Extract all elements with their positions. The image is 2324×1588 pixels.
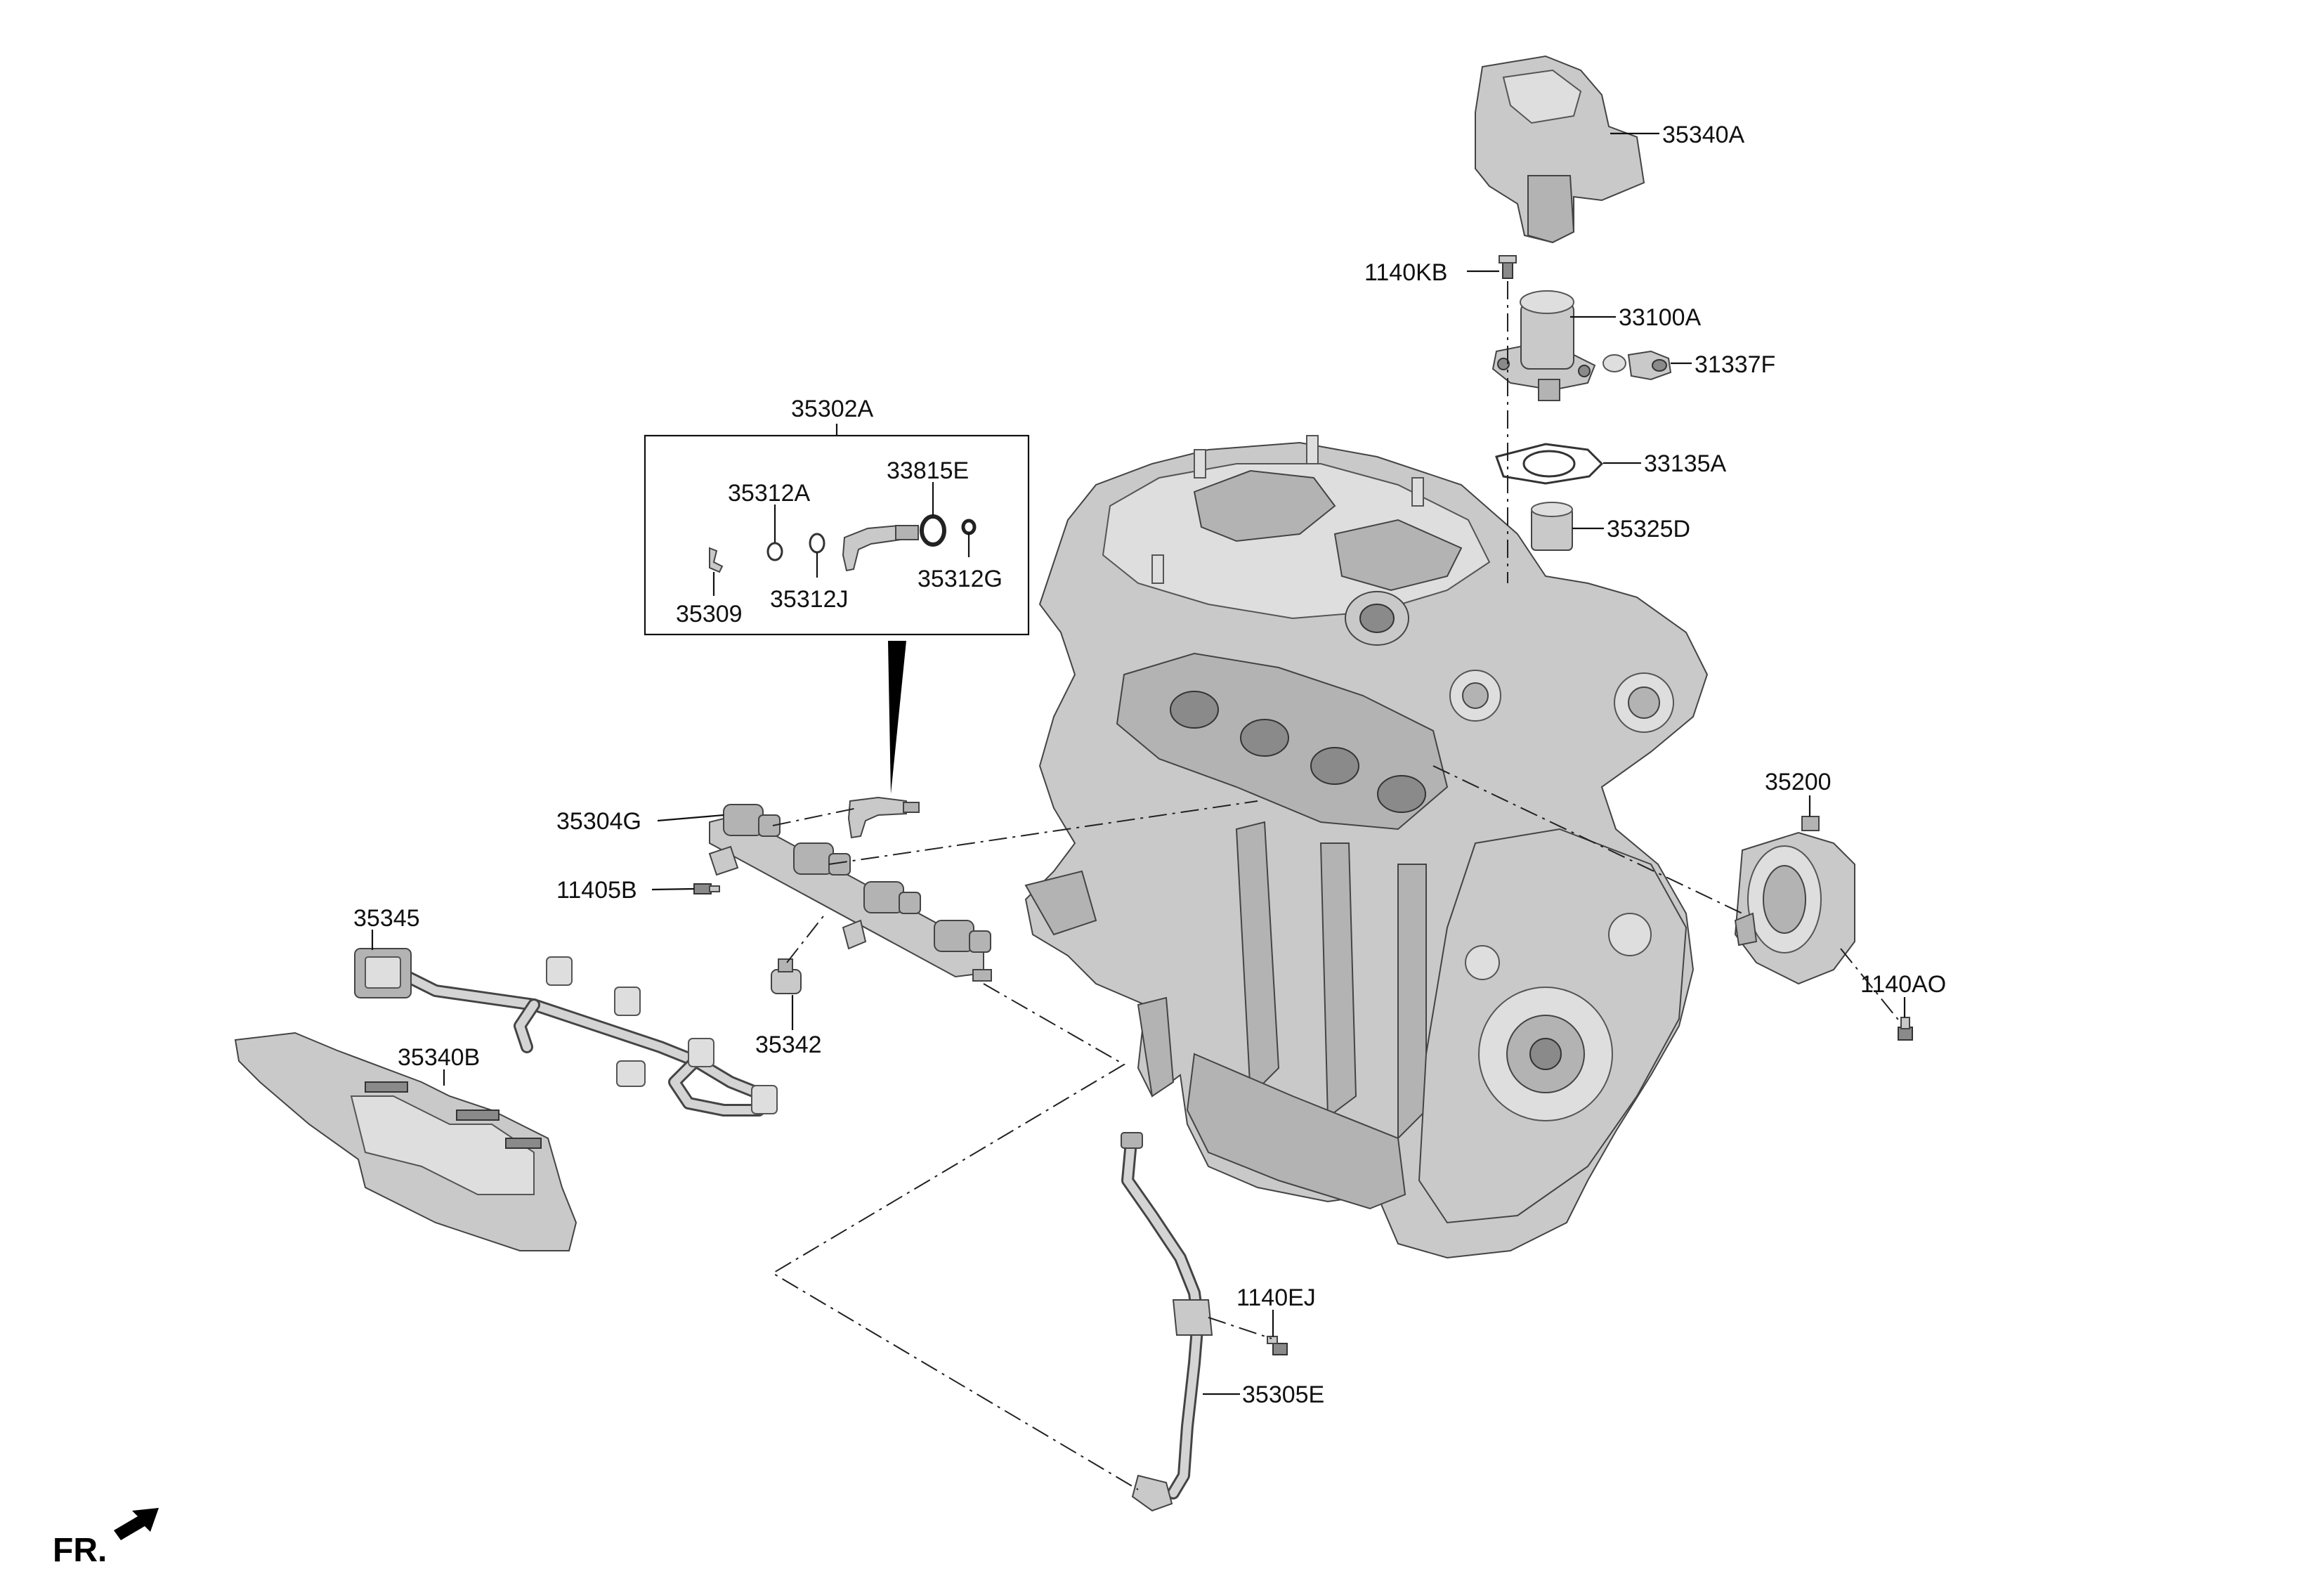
part-labels: 35340A 1140KB 33100A 31337F 33135A 35325… bbox=[353, 122, 1946, 1408]
label-35305e[interactable]: 35305E bbox=[1242, 1381, 1324, 1408]
injector-kit-box bbox=[644, 434, 1030, 794]
label-33815e[interactable]: 33815E bbox=[887, 457, 969, 484]
injector-clip[interactable] bbox=[709, 547, 724, 573]
bolt-1140ej[interactable] bbox=[1267, 1336, 1288, 1355]
front-arrow-icon bbox=[114, 1508, 159, 1540]
fuel-injector[interactable] bbox=[842, 524, 919, 572]
label-35312j[interactable]: 35312J bbox=[770, 586, 849, 613]
engine-block bbox=[1024, 435, 1709, 1259]
label-35325d[interactable]: 35325D bbox=[1607, 516, 1690, 542]
fuel-pressure-sensor[interactable] bbox=[771, 958, 802, 994]
bolt-11405b[interactable] bbox=[693, 883, 720, 894]
injector-wiring-harness[interactable] bbox=[354, 948, 778, 1117]
injector-installed[interactable] bbox=[847, 796, 920, 839]
high-pressure-fuel-pump[interactable] bbox=[1491, 290, 1596, 401]
label-1140ao[interactable]: 1140AO bbox=[1860, 971, 1946, 998]
engine-cover-part[interactable] bbox=[1475, 55, 1645, 244]
label-1140ej[interactable]: 1140EJ bbox=[1236, 1284, 1316, 1311]
label-33100a[interactable]: 33100A bbox=[1619, 304, 1702, 331]
pump-gasket[interactable] bbox=[1495, 443, 1604, 485]
label-35312g[interactable]: 35312G bbox=[918, 566, 1003, 592]
label-1140kb[interactable]: 1140KB bbox=[1364, 259, 1447, 286]
label-35345[interactable]: 35345 bbox=[353, 905, 420, 932]
label-35312a[interactable]: 35312A bbox=[728, 480, 811, 507]
label-11405b[interactable]: 11405B bbox=[556, 877, 637, 904]
label-33135a[interactable]: 33135A bbox=[1644, 450, 1727, 477]
label-35200[interactable]: 35200 bbox=[1765, 769, 1832, 795]
bolt-1140kb[interactable] bbox=[1499, 255, 1517, 279]
label-35342[interactable]: 35342 bbox=[755, 1031, 822, 1058]
injector-o-ring[interactable] bbox=[920, 514, 946, 547]
leader-lines bbox=[371, 132, 1906, 1395]
injector-washer[interactable] bbox=[809, 533, 825, 554]
injector-seal-ring[interactable] bbox=[766, 542, 783, 561]
label-31337f[interactable]: 31337F bbox=[1695, 351, 1775, 378]
label-35302a[interactable]: 35302A bbox=[791, 396, 874, 422]
fuel-rail[interactable] bbox=[708, 804, 992, 982]
pump-lifter-cup[interactable] bbox=[1531, 502, 1573, 551]
label-35309[interactable]: 35309 bbox=[676, 601, 743, 627]
fuel-line-fitting[interactable] bbox=[1602, 350, 1672, 381]
injector-small-seal[interactable] bbox=[961, 519, 977, 535]
label-35304g[interactable]: 35304G bbox=[556, 808, 641, 835]
label-35340b[interactable]: 35340B bbox=[398, 1044, 480, 1071]
throttle-body[interactable] bbox=[1734, 816, 1855, 985]
intake-manifold-cover[interactable] bbox=[234, 1031, 577, 1251]
label-35340a[interactable]: 35340A bbox=[1662, 122, 1745, 148]
assembly-lines bbox=[771, 281, 1901, 1490]
front-label: FR. bbox=[53, 1532, 107, 1569]
bolt-1140ao[interactable] bbox=[1898, 1017, 1913, 1041]
fuel-feed-hose[interactable] bbox=[1121, 1132, 1213, 1512]
front-direction-indicator: FR. bbox=[53, 1508, 159, 1569]
